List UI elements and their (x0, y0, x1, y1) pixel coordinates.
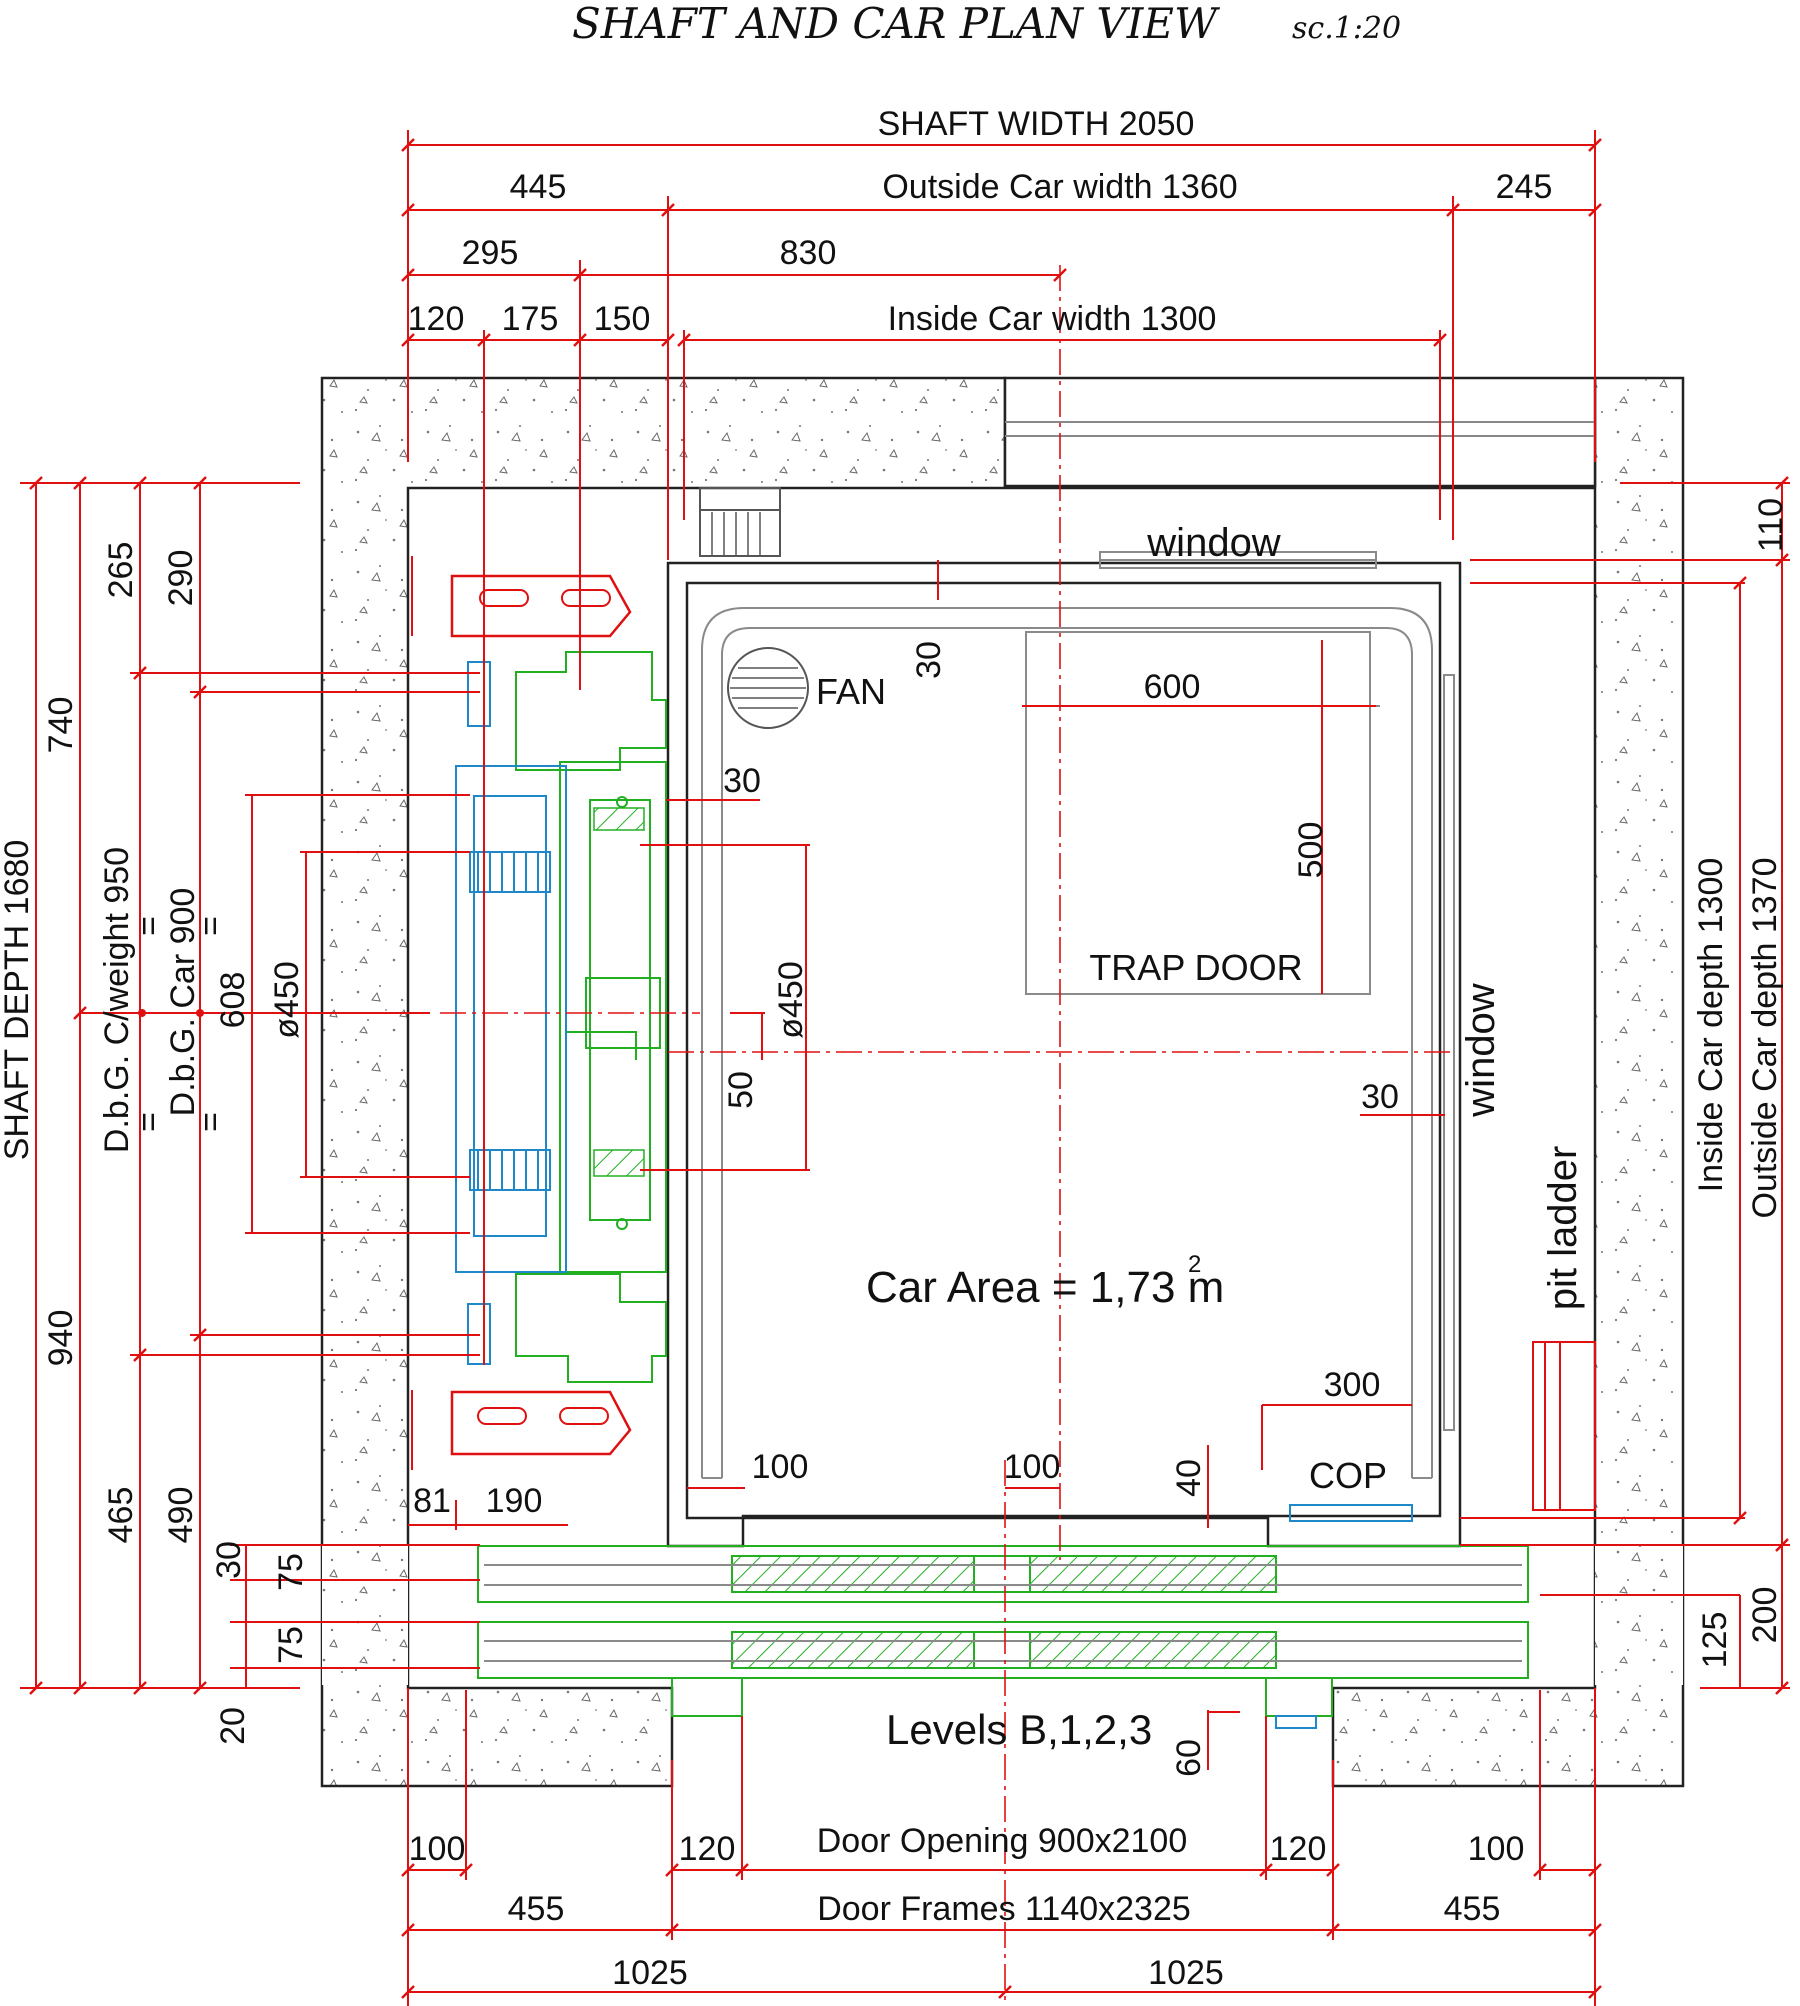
label-car-area: Car Area = 1,73 m (866, 1263, 1224, 1312)
dim-shaft-width: SHAFT WIDTH 2050 (878, 105, 1195, 143)
dim-740: 740 (42, 697, 80, 754)
dim-245: 245 (1496, 168, 1553, 206)
label-window-top: window (1146, 521, 1281, 565)
dim-30-sill: 30 (210, 1541, 248, 1579)
dim-50: 50 (722, 1071, 760, 1109)
drawing-scale: sc.1:20 (1292, 11, 1401, 46)
equal-mark-2: = (130, 1112, 168, 1132)
dim-door-opening: Door Opening 900x2100 (817, 1822, 1188, 1860)
dim-100-bottom-left: 100 (409, 1830, 466, 1868)
dim-inside-car-width: Inside Car width 1300 (888, 300, 1217, 338)
dim-30-top: 30 (910, 641, 948, 679)
dim-500: 500 (1292, 822, 1330, 879)
label-car-area-exponent: 2 (1188, 1251, 1201, 1278)
dimension-lines (20, 130, 1790, 2006)
dim-dbg-car: D.b.G. Car 900 (164, 888, 202, 1117)
dim-1025-right: 1025 (1148, 1954, 1224, 1992)
dim-phi450-left: ø450 (268, 961, 306, 1039)
dim-200: 200 (1746, 1587, 1784, 1644)
dim-30-guide: 30 (723, 762, 761, 800)
dim-60: 60 (1170, 1739, 1208, 1777)
dim-dbg-counterweight: D.b.G. C/weight 950 (98, 847, 136, 1153)
dim-120-bottom-left: 120 (679, 1830, 736, 1868)
dim-300: 300 (1324, 1366, 1381, 1404)
dim-120-bottom-right: 120 (1270, 1830, 1327, 1868)
dim-455-right: 455 (1444, 1890, 1501, 1928)
dim-40: 40 (1170, 1459, 1208, 1497)
dim-100-bottom-right: 100 (1468, 1830, 1525, 1868)
dim-shaft-depth: SHAFT DEPTH 1680 (0, 840, 36, 1161)
trap-door (1025, 631, 1380, 995)
dim-265: 265 (102, 542, 140, 599)
dim-phi450-right: ø450 (772, 961, 810, 1039)
car-interior (701, 551, 1455, 1479)
dim-30-right: 30 (1361, 1078, 1399, 1116)
dim-75-b: 75 (272, 1626, 310, 1664)
dim-490: 490 (162, 1487, 200, 1544)
dim-20: 20 (214, 1707, 252, 1745)
dim-600: 600 (1144, 668, 1201, 706)
car-frame (515, 651, 667, 1383)
label-trap-door: TRAP DOOR (1089, 947, 1302, 988)
dim-295: 295 (462, 234, 519, 272)
dim-81: 81 (413, 1482, 451, 1520)
fan-icon (727, 647, 809, 729)
equal-mark-3: = (192, 916, 230, 936)
dim-100-center: 100 (1004, 1448, 1061, 1486)
dim-110: 110 (1752, 498, 1790, 552)
dim-465: 465 (102, 1487, 140, 1544)
shaft-walls (320, 376, 1685, 1788)
dim-inside-car-depth: Inside Car depth 1300 (1692, 858, 1730, 1193)
dim-830: 830 (780, 234, 837, 272)
dim-608: 608 (214, 972, 252, 1029)
counterweight (455, 661, 567, 1365)
equal-mark-1: = (130, 916, 168, 936)
label-fan: FAN (816, 671, 886, 712)
dim-75-a: 75 (272, 1553, 310, 1591)
label-cop: COP (1309, 1455, 1387, 1496)
equal-mark-4: = (192, 1112, 230, 1132)
guide-rail-brackets (411, 556, 632, 1470)
dim-455-left: 455 (508, 1890, 565, 1928)
dim-150: 150 (594, 300, 651, 338)
dim-1025-left: 1025 (612, 1954, 688, 1992)
dim-290: 290 (162, 550, 200, 607)
dim-outside-car-depth: Outside Car depth 1370 (1746, 857, 1784, 1218)
landing-door-sill (477, 1621, 1529, 1729)
dim-190: 190 (486, 1482, 543, 1520)
label-window-right: window (1459, 983, 1503, 1118)
pit-ladder-icon (1532, 1341, 1596, 1511)
dim-125: 125 (1696, 1612, 1734, 1669)
cop-panel-icon (1289, 1504, 1413, 1522)
dim-outside-car-width: Outside Car width 1360 (882, 168, 1237, 206)
dim-175: 175 (502, 300, 559, 338)
label-levels: Levels B,1,2,3 (886, 1706, 1152, 1753)
label-pit-ladder: pit ladder (1541, 1146, 1585, 1311)
roof-fixture-icon (699, 487, 781, 557)
dim-940: 940 (42, 1310, 80, 1367)
dim-445: 445 (510, 168, 567, 206)
dim-100-left-inner: 100 (752, 1448, 809, 1486)
drawing-title: SHAFT AND CAR PLAN VIEW (572, 0, 1221, 48)
dim-door-frames: Door Frames 1140x2325 (817, 1890, 1191, 1928)
car-door-sill (477, 1545, 1529, 1603)
dim-120-top: 120 (408, 300, 465, 338)
